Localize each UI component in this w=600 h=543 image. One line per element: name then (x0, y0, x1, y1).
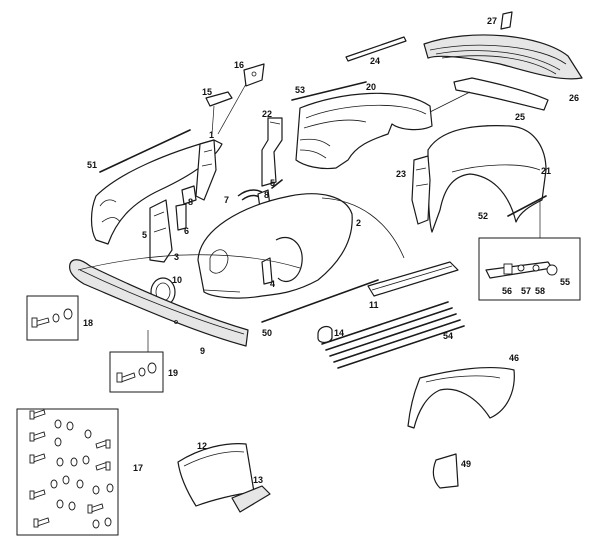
part-16-bracket: 16 (211, 60, 265, 135)
part-4-strut: 4 (261, 257, 275, 289)
label-1: 1 (209, 130, 214, 140)
label-8a: 8 (188, 197, 193, 207)
label-25: 25 (515, 112, 525, 122)
part-24-trim-strip: 24 (345, 36, 407, 66)
label-56: 56 (502, 286, 512, 296)
detail-box-55-58: 55 56 57 58 (478, 200, 581, 301)
part-54-sill-strips: 54 (321, 301, 465, 369)
part-inner-valance (195, 139, 217, 201)
detail-box-17-fixings: 17 (16, 408, 143, 536)
part-1-front-wing: 1 (90, 130, 223, 245)
part-23-rear-quarter-inner: 23 (396, 155, 431, 225)
label-24: 24 (370, 56, 380, 66)
label-18: 18 (83, 318, 93, 328)
label-3: 3 (174, 252, 179, 262)
part-50-strip: 50 (261, 279, 379, 338)
label-50: 50 (262, 328, 272, 338)
part-9-front-bumper: 9 (69, 254, 301, 356)
label-23: 23 (396, 169, 406, 179)
label-26: 26 (569, 93, 579, 103)
label-10: 10 (172, 275, 182, 285)
part-13-lower-panel: 13 (231, 475, 271, 513)
part-26-rear-valance: 26 (423, 34, 583, 103)
part-15-plate: 15 (202, 87, 233, 107)
part-27-clip: 27 (487, 11, 513, 30)
part-22-post-panel: 22 (261, 109, 283, 187)
label-20: 20 (366, 82, 376, 92)
label-53: 53 (295, 85, 305, 95)
part-6-bracket: 6 (175, 203, 189, 236)
part-21-rear-wing: 21 (427, 125, 551, 233)
part-2-front-wing-right: 2 (197, 193, 405, 299)
label-51: 51 (87, 160, 97, 170)
label-58: 58 (535, 286, 545, 296)
label-21: 21 (541, 166, 551, 176)
label-49: 49 (461, 459, 471, 469)
label-7: 7 (224, 195, 229, 205)
label-52: 52 (478, 211, 488, 221)
label-27: 27 (487, 16, 497, 26)
part-8-bracket-left: 8 (181, 185, 197, 207)
part-12-door-skin: 12 (177, 441, 255, 507)
part-5-strip-right: 5 (270, 178, 283, 189)
part-46-rear-wing-lower: 46 (407, 353, 519, 429)
part-52-trim-strip: 52 (478, 195, 547, 221)
label-46: 46 (509, 353, 519, 363)
label-22: 22 (262, 109, 272, 119)
part-14-badge: 14 (317, 325, 344, 344)
label-55: 55 (560, 277, 570, 287)
detail-box-18-fixings: 18 (26, 295, 93, 341)
label-19: 19 (168, 368, 178, 378)
part-49-panel: 49 (432, 453, 471, 489)
label-2: 2 (356, 218, 361, 228)
label-6: 6 (184, 226, 189, 236)
part-20-rear-inner-panel: 20 (295, 82, 471, 170)
part-11-sill: 11 (367, 261, 459, 310)
part-51-bonnet-strip: 51 (87, 129, 191, 173)
part-3-inner-panel: 5 3 (142, 199, 179, 263)
label-8b: 8 (264, 190, 269, 200)
part-53-rail: 53 (291, 81, 367, 101)
label-5a: 5 (142, 230, 147, 240)
label-54: 54 (443, 331, 453, 341)
label-12: 12 (197, 441, 207, 451)
label-15: 15 (202, 87, 212, 97)
part-25-rear-deck-panel: 25 (453, 77, 549, 122)
detail-box-19-fixings: 19 (109, 330, 178, 393)
label-17: 17 (133, 463, 143, 473)
label-16: 16 (234, 60, 244, 70)
label-4: 4 (270, 279, 275, 289)
label-9: 9 (200, 346, 205, 356)
label-13: 13 (253, 475, 263, 485)
label-5b: 5 (270, 178, 275, 188)
label-14: 14 (334, 328, 344, 338)
label-11: 11 (369, 300, 379, 310)
label-57: 57 (521, 286, 531, 296)
